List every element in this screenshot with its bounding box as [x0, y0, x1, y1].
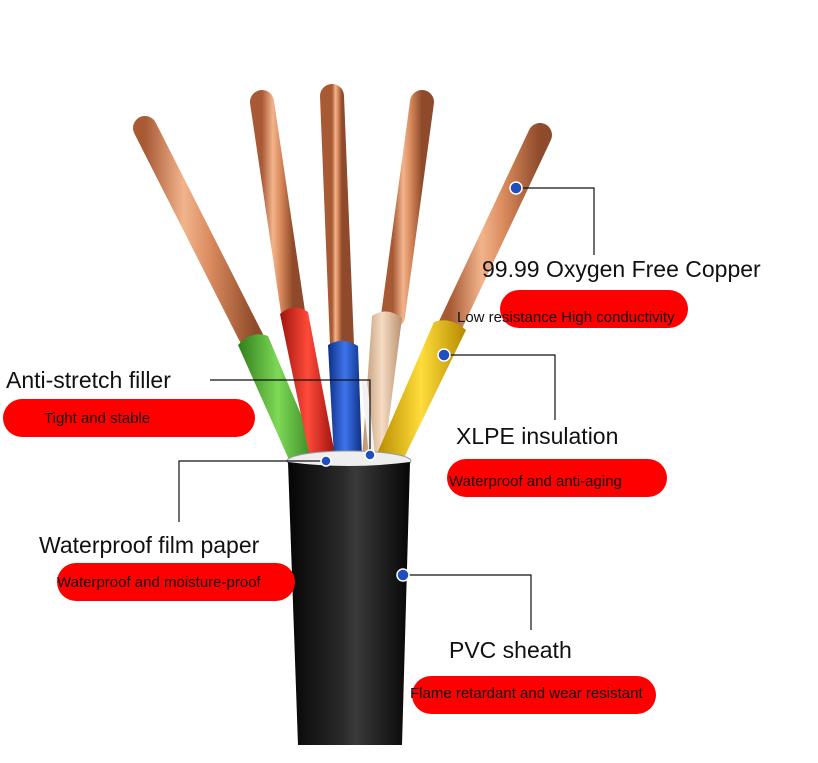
callout-subtitle-xlpe: Waterproof and anti-aging: [449, 473, 622, 490]
copper-conductors: [133, 84, 552, 357]
callout-badge-filler: [3, 399, 255, 437]
callout-subtitle-pvc: Flame retardant and wear resistant: [410, 685, 643, 702]
copper-wire-4: [381, 90, 434, 328]
sheath-tube: [288, 462, 410, 745]
callout-badge-pvc: [412, 676, 656, 714]
leader-copper: [516, 187, 595, 255]
leader-filler: [210, 379, 371, 455]
insulated-cores: [238, 307, 466, 462]
callout-title-pvc: PVC sheath: [449, 637, 572, 663]
callout-subtitle-filler: Tight and stable: [44, 410, 151, 427]
core-blue: [328, 340, 362, 458]
callout-title-filler: Anti-stretch filler: [6, 367, 171, 393]
callout-badge-xlpe: [447, 459, 667, 497]
dot-film: [320, 455, 332, 467]
copper-wire-2: [250, 90, 305, 324]
filler-strands: [361, 379, 375, 456]
leader-pvc: [403, 574, 532, 630]
dot-pvc: [396, 568, 410, 582]
callout-subtitle-copper: Low resistance High conductivity: [457, 309, 675, 326]
callout-subtitle-film: Waterproof and moisture-proof: [57, 574, 261, 591]
copper-wire-3: [320, 84, 354, 357]
callout-badge-film: [57, 563, 295, 601]
copper-wire-1: [133, 116, 267, 357]
callout-title-copper: 99.99 Oxygen Free Copper: [482, 256, 761, 282]
leader-film: [178, 460, 326, 522]
dot-xlpe: [437, 348, 451, 362]
leader-lines: [178, 187, 595, 630]
pvc-sheath-body: [286, 450, 412, 745]
core-green: [238, 334, 318, 462]
dot-copper: [509, 181, 523, 195]
callout-title-xlpe: XLPE insulation: [456, 423, 619, 449]
leader-xlpe: [444, 354, 556, 420]
core-red: [280, 307, 335, 458]
dot-filler: [364, 449, 376, 461]
core-beige: [362, 311, 402, 458]
callout-title-film: Waterproof film paper: [39, 532, 260, 558]
callout-badge-copper: [500, 290, 688, 328]
leader-dots: [320, 181, 523, 582]
copper-wire-5: [438, 123, 552, 338]
